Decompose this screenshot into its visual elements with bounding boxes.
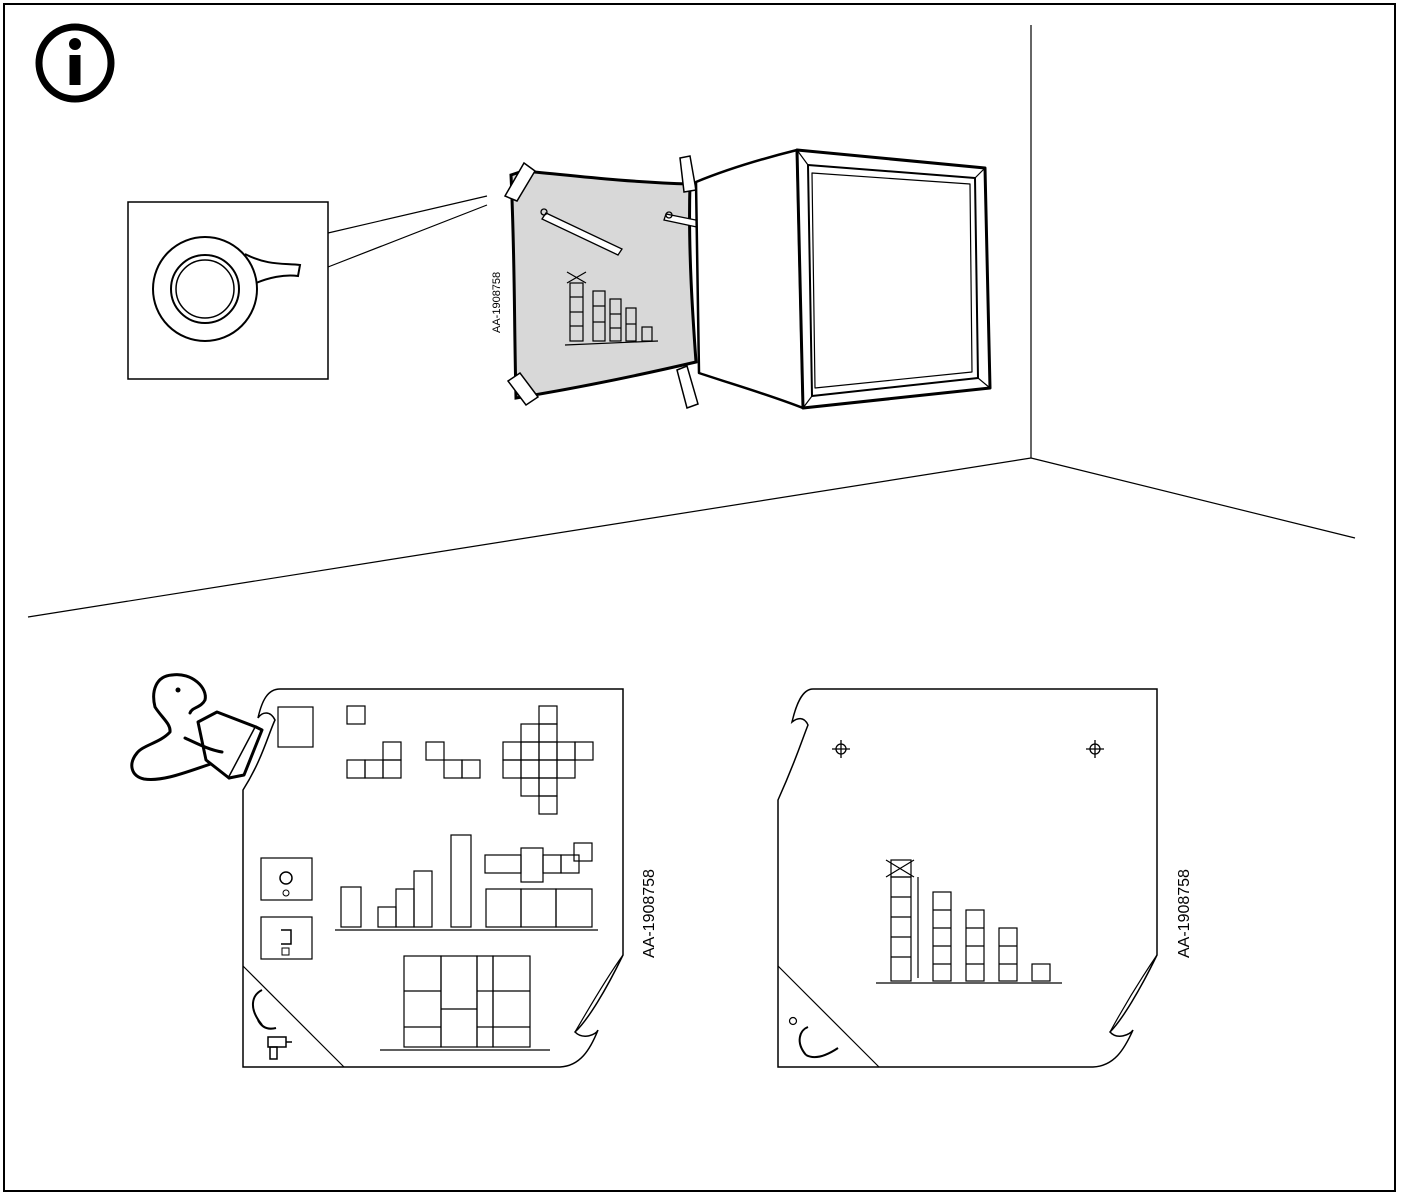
drilling-template-sheet-icon <box>778 689 1157 1067</box>
reference-label-left: AA-1908758 <box>641 869 658 958</box>
configuration-sheet-icon <box>243 689 623 1067</box>
info-circle-icon <box>39 27 111 99</box>
wall-cabinet-icon <box>696 150 990 408</box>
template-reference-label: AA-1908758 <box>491 272 503 333</box>
person-reading-icon <box>132 675 262 780</box>
tape-roll-icon <box>128 196 487 379</box>
reference-label-right: AA-1908758 <box>1176 869 1193 958</box>
